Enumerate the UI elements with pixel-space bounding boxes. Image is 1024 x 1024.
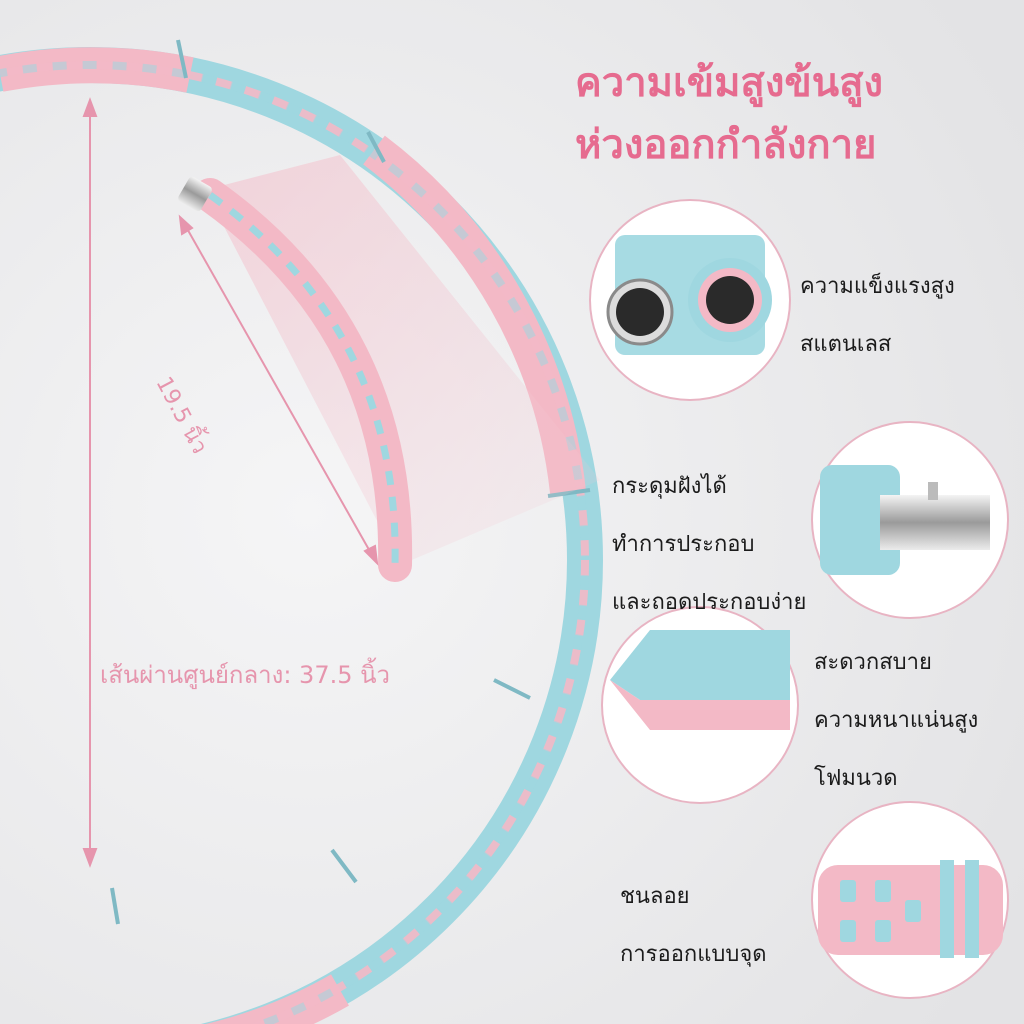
feature-dots: ชนลอย การออกแบบจุด bbox=[620, 868, 767, 984]
segment-length-line bbox=[178, 214, 379, 566]
feature-foam: สะดวกสบาย ความหนาแน่นสูง โฟมนวด bbox=[814, 634, 978, 808]
feature-text: ชนลอย bbox=[620, 884, 690, 909]
feature-text: ความแข็งแรงสูง bbox=[800, 274, 955, 299]
hoop-slots-alt bbox=[0, 61, 589, 1024]
feature-snap-button: กระดุมฝังได้ ทำการประกอบ และถอดประกอบง่า… bbox=[612, 458, 806, 632]
detail-circle-dots bbox=[811, 801, 1009, 999]
feature-text: การออกแบบจุด bbox=[620, 942, 767, 967]
detail-circle-foam bbox=[601, 606, 799, 804]
feature-text: สะดวกสบาย bbox=[814, 650, 932, 675]
segment-steel-tip bbox=[178, 176, 212, 212]
feature-text: และถอดประกอบง่าย bbox=[612, 590, 807, 615]
feature-text: กระดุมฝังได้ bbox=[612, 474, 727, 499]
diameter-label: เส้นผ่านศูนย์กลาง: 37.5 นิ้ว bbox=[100, 661, 391, 689]
feature-text: ความหนาแน่นสูง bbox=[814, 708, 979, 733]
headline-line-2: ห่วงออกกำลังกาย bbox=[575, 122, 877, 168]
feature-text: โฟมนวด bbox=[814, 766, 898, 791]
feature-text: ทำการประกอบ bbox=[612, 532, 755, 557]
detail-circle-button bbox=[811, 421, 1009, 619]
feature-steel: ความแข็งแรงสูง สแตนเลส bbox=[800, 258, 955, 374]
single-segment-slots bbox=[207, 192, 399, 566]
headline-line-1: ความเข้มสูงข้นสูง bbox=[575, 60, 884, 106]
feature-text: สแตนเลส bbox=[800, 332, 892, 357]
detail-circle-steel bbox=[589, 199, 791, 401]
diameter-line bbox=[82, 97, 98, 868]
